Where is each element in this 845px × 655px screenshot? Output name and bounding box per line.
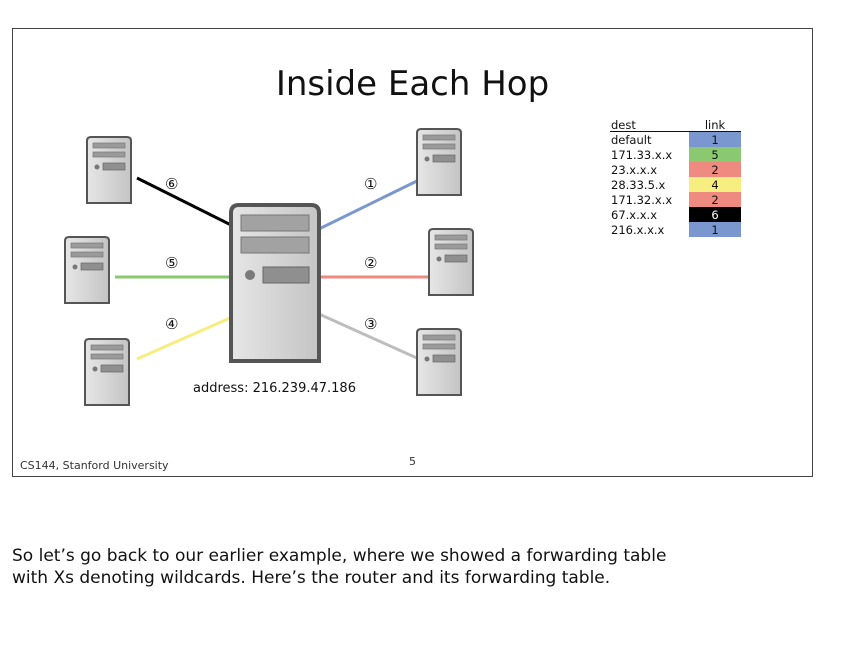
caption-line-2: with Xs denoting wildcards. Here’s the r… xyxy=(12,568,611,588)
link-1-line xyxy=(318,177,422,231)
link-label-5: ⑤ xyxy=(165,254,178,272)
table-row: 67.x.x.x 6 xyxy=(610,207,741,222)
link-label-1: ① xyxy=(364,175,377,193)
link-cell: 4 xyxy=(689,177,741,192)
table-row: 171.32.x.x 2 xyxy=(610,192,741,207)
caption: So let’s go back to our earlier example,… xyxy=(12,545,832,589)
table-row: default 1 xyxy=(610,131,741,147)
router-icon xyxy=(229,203,321,363)
link-3-line xyxy=(318,312,420,361)
router-address: address: 216.239.47.186 xyxy=(193,381,356,396)
caption-line-1: So let’s go back to our earlier example,… xyxy=(12,546,667,566)
link-cell: 1 xyxy=(689,131,741,147)
link-column-header: link xyxy=(689,119,741,132)
server-icon-6 xyxy=(86,136,132,204)
server-icon-1 xyxy=(416,128,462,196)
table-row: 23.x.x.x 2 xyxy=(610,162,741,177)
table-row: 216.x.x.x 1 xyxy=(610,222,741,237)
dest-cell: 23.x.x.x xyxy=(611,162,658,177)
link-label-2: ② xyxy=(364,254,377,272)
server-icon-3 xyxy=(416,328,462,396)
server-icon-2 xyxy=(428,228,474,296)
dest-cell: 67.x.x.x xyxy=(611,207,658,222)
forwarding-table-header: dest link xyxy=(610,119,741,132)
link-cell: 2 xyxy=(689,192,741,207)
forwarding-table: dest link default 1 171.33.x.x 5 23.x.x.… xyxy=(610,119,741,237)
slide: Inside Each Hop xyxy=(12,28,813,477)
link-cell: 5 xyxy=(689,147,741,162)
course-footer: CS144, Stanford University xyxy=(20,459,169,472)
dest-cell: 28.33.5.x xyxy=(611,177,666,192)
link-6-line xyxy=(136,176,240,231)
link-label-6: ⑥ xyxy=(165,175,178,193)
link-4-line xyxy=(136,312,240,361)
slide-title: Inside Each Hop xyxy=(275,64,550,104)
link-cell: 2 xyxy=(689,162,741,177)
server-icon-5 xyxy=(64,236,110,304)
table-row: 171.33.x.x 5 xyxy=(610,147,741,162)
dest-cell: 216.x.x.x xyxy=(611,222,665,237)
link-cell: 1 xyxy=(689,222,741,237)
server-icon-4 xyxy=(84,338,130,406)
link-label-3: ③ xyxy=(364,315,377,333)
dest-cell: 171.33.x.x xyxy=(611,147,673,162)
table-row: 28.33.5.x 4 xyxy=(610,177,741,192)
dest-column-header: dest xyxy=(610,119,689,132)
dest-cell: 171.32.x.x xyxy=(611,192,673,207)
link-label-4: ④ xyxy=(165,315,178,333)
dest-cell: default xyxy=(611,132,652,147)
page-number: 5 xyxy=(409,455,416,468)
network-diagram: ⑥ ⑤ ④ ① ② ③ xyxy=(64,128,474,406)
link-cell: 6 xyxy=(689,207,741,222)
